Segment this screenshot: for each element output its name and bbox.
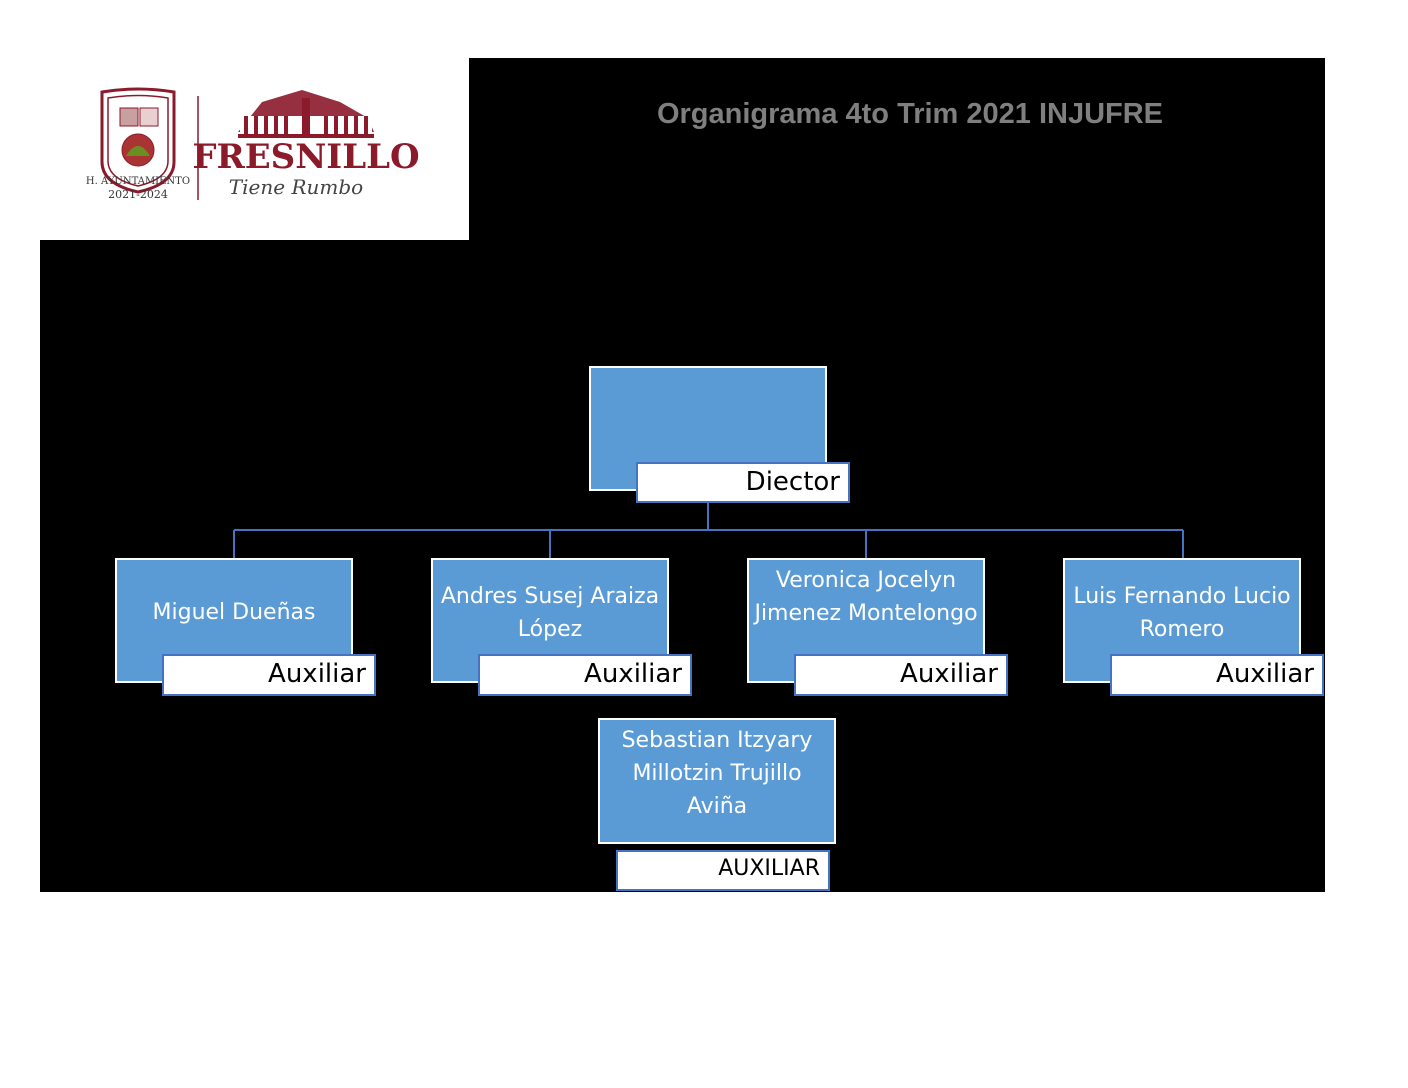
municipal-seal-icon [100,87,176,194]
building-icon [238,90,374,138]
extra-staff-box: Sebastian Itzyary Millotzin Trujillo Avi… [598,718,836,844]
staff-name-2: Andres Susej Araiza López [440,584,660,642]
staff-name-3: Veronica Jocelyn Jimenez Montelongo [754,568,978,626]
brand-tagline: Tiene Rumbo [229,175,363,199]
director-role-tag: Diector [636,462,850,503]
staff-name-4: Luis Fernando Lucio Romero [1073,584,1291,642]
fresnillo-logo: H. AYUNTAMIENTO 2021-2024 FRESNILLO Tien… [86,87,420,201]
council-line2: 2021-2024 [108,188,168,201]
staff-role-tag-2: Auxiliar [478,654,692,696]
extra-staff-name: Sebastian Itzyary Millotzin Trujillo Avi… [621,728,813,819]
staff-role-tag-3: Auxiliar [794,654,1008,696]
page-title: Organigrama 4to Trim 2021 INJUFRE [656,98,1164,130]
staff-role-tag-1: Auxiliar [162,654,376,696]
logo-panel: H. AYUNTAMIENTO 2021-2024 FRESNILLO Tien… [40,58,469,240]
extra-staff-role-tag: AUXILIAR [616,850,830,891]
council-line1: H. AYUNTAMIENTO [86,176,190,187]
brand-name: FRESNILLO [192,137,419,177]
staff-name-1: Miguel Dueñas [152,600,316,625]
staff-role-tag-4: Auxiliar [1110,654,1324,696]
